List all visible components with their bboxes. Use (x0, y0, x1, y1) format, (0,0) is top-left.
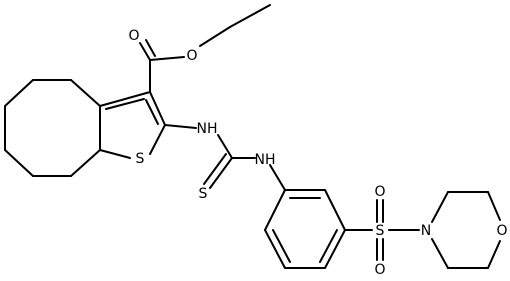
bond (264, 189, 286, 231)
bond (229, 4, 271, 28)
bond (431, 238, 449, 269)
nh-right-label: NH (255, 152, 276, 168)
benzene-ring (264, 189, 346, 269)
bond (272, 229, 291, 263)
bond (487, 240, 501, 269)
ethyl-ester-group (139, 4, 271, 93)
morpholine-nitrogen-label: N (421, 223, 431, 239)
bond (324, 229, 346, 269)
bond (264, 229, 286, 269)
morpholine-oxygen-label: O (496, 223, 507, 239)
nh-left-label: NH (197, 121, 218, 137)
bond (203, 153, 227, 185)
bond (70, 79, 101, 107)
bond (164, 124, 197, 129)
ester-oxygen-label: O (186, 48, 197, 64)
atom-labels: O O S NH NH S S O O N O (128, 28, 507, 278)
bond (209, 157, 233, 189)
bond (269, 164, 286, 191)
bond (99, 91, 151, 107)
bond (149, 56, 185, 61)
bond (145, 99, 159, 125)
sulfonyl-oxygen-bottom-label: O (374, 262, 385, 278)
bond (319, 229, 338, 263)
cyclooctane-ring (4, 79, 101, 177)
bond (149, 91, 166, 126)
bond (149, 124, 166, 155)
bond (99, 149, 131, 159)
bond (431, 191, 449, 223)
sulfonyl-group (344, 199, 420, 261)
thiourea-sulfur-label: S (199, 186, 208, 202)
bond (4, 79, 34, 107)
morpholine-ring (431, 191, 501, 269)
thiophene-ring (99, 91, 166, 159)
thiophene-sulfur-label: S (136, 151, 145, 167)
bond (324, 189, 346, 231)
bond (139, 42, 151, 61)
bond (70, 149, 101, 177)
thiourea-linker (164, 124, 286, 191)
bond (199, 26, 231, 47)
bond (4, 149, 34, 177)
sulfonyl-sulfur-label: S (376, 223, 385, 239)
bond (105, 98, 145, 110)
ester-carbonyl-oxygen-label: O (128, 28, 139, 44)
bond (145, 39, 156, 57)
bond (217, 134, 233, 159)
sulfonyl-oxygen-top-label: O (374, 184, 385, 200)
bond (487, 191, 501, 221)
